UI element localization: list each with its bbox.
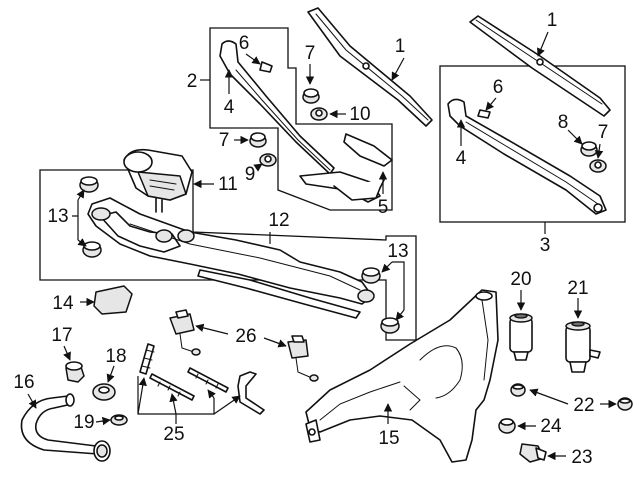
washer-nozzle-right <box>287 335 319 382</box>
filler-neck <box>20 393 111 462</box>
cowl-cap <box>249 132 267 148</box>
left-arm-cap <box>302 88 320 104</box>
wiper-motor <box>123 148 193 213</box>
left-wiper-blade-insert <box>343 133 393 167</box>
bracket-pad <box>93 285 133 315</box>
callout-22: 22 <box>573 395 594 416</box>
callout-18: 18 <box>105 346 126 367</box>
callout-25: 25 <box>163 424 184 445</box>
pump-grommet-left <box>510 383 526 397</box>
callout-4-right: 4 <box>456 148 467 169</box>
callout-1-left: 1 <box>395 36 406 57</box>
washer-reservoir <box>305 289 499 463</box>
wiper-linkage-frame <box>87 197 375 319</box>
callout-11: 11 <box>218 174 238 195</box>
callout-26: 26 <box>235 326 256 347</box>
grommet-lower-left <box>82 241 102 258</box>
left-wiper-arm <box>219 40 385 203</box>
callout-10: 10 <box>349 104 370 125</box>
callout-19: 19 <box>73 412 94 433</box>
left-wiper-arm-group-box <box>209 27 393 211</box>
left-arm-clip <box>259 61 273 73</box>
washer-pump-rear <box>565 321 601 373</box>
washer-nozzle-left <box>169 309 201 356</box>
grommet-upper-left <box>79 176 99 193</box>
right-arm-nut <box>589 159 607 173</box>
grommet-upper-right <box>361 267 381 284</box>
callout-13-left: 13 <box>47 206 68 227</box>
callout-4-left: 4 <box>224 97 235 118</box>
callout-24: 24 <box>540 416 562 437</box>
pump-seal <box>92 383 116 401</box>
right-wiper-blade <box>469 15 611 117</box>
callout-5: 5 <box>378 197 389 218</box>
cowl-nut <box>259 153 277 167</box>
hose-grommet <box>65 361 85 383</box>
sensor-grommet <box>498 418 516 434</box>
callout-14: 14 <box>52 293 74 314</box>
pump-grommet-right <box>617 397 633 411</box>
callout-2: 2 <box>187 71 198 92</box>
callout-1-right: 1 <box>547 10 558 31</box>
callout-15: 15 <box>378 428 399 449</box>
grommet-lower-right <box>380 317 400 334</box>
leader-lines <box>27 31 617 461</box>
callout-9: 9 <box>245 164 256 185</box>
right-arm-cap <box>580 141 598 157</box>
callout-6-right: 6 <box>493 77 504 98</box>
washer-pump-front <box>509 313 533 361</box>
callout-7-mid: 7 <box>219 130 230 151</box>
left-arm-nut <box>310 107 328 121</box>
callout-6-left: 6 <box>239 33 250 54</box>
right-arm-clip <box>477 109 491 119</box>
callout-20: 20 <box>510 269 531 290</box>
right-wiper-arm <box>447 98 607 215</box>
callout-17: 17 <box>51 325 72 346</box>
callout-16: 16 <box>13 372 34 393</box>
callout-12: 12 <box>268 210 289 231</box>
callout-13-right: 13 <box>387 241 408 262</box>
callout-3: 3 <box>540 235 551 256</box>
washer-hoses <box>139 343 265 415</box>
fluid-level-sensor <box>519 443 547 463</box>
callout-7-right: 7 <box>598 122 609 143</box>
callout-8: 8 <box>558 112 569 133</box>
callout-labels: 1 1 2 3 4 4 5 6 6 7 7 7 8 9 10 11 12 13 … <box>13 10 608 468</box>
callout-21: 21 <box>567 278 588 299</box>
callout-23: 23 <box>571 447 592 468</box>
hose-clamp <box>110 414 128 426</box>
left-wiper-blade <box>307 7 433 127</box>
callout-7-left: 7 <box>305 43 316 64</box>
